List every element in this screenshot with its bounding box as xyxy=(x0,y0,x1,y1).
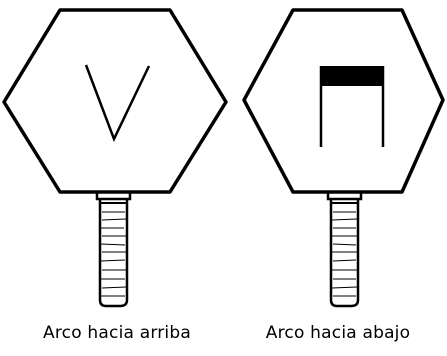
hexagon-plate-right xyxy=(242,8,445,194)
caption-up-bow: Arco hacia arriba xyxy=(43,323,191,343)
hexagon-plate-left xyxy=(2,8,228,194)
sign-down-bow xyxy=(242,8,445,308)
sign-up-bow xyxy=(2,8,228,308)
down-bow-icon xyxy=(319,66,385,147)
caption-down-bow: Arco hacia abajo xyxy=(265,323,411,343)
sign-handle-left xyxy=(95,188,132,308)
sign-handle-right xyxy=(326,188,363,308)
up-bow-icon xyxy=(84,64,151,143)
